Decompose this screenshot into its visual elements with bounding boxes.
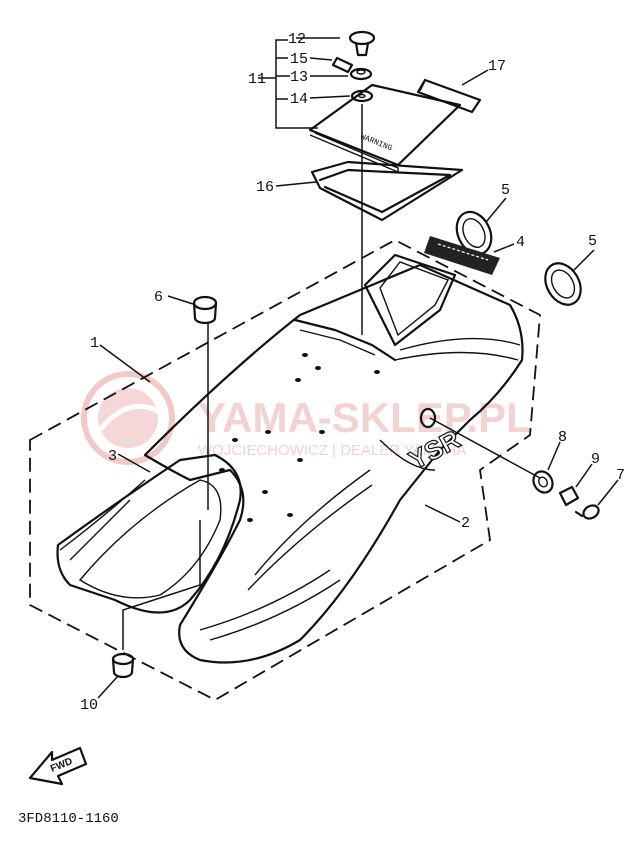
watermark-logo-icon xyxy=(81,371,175,465)
leader-2 xyxy=(424,504,461,523)
callout-13: 13 xyxy=(290,69,308,86)
part-12-screw xyxy=(348,30,376,57)
leader-1 xyxy=(99,344,151,383)
assembly-outline xyxy=(29,238,541,702)
part-8-grommet xyxy=(532,470,554,494)
leader-16 xyxy=(275,181,317,187)
leader-5b xyxy=(573,249,595,271)
leader-14 xyxy=(309,95,351,99)
callout-12: 12 xyxy=(288,31,306,48)
leader-4 xyxy=(493,243,515,253)
leader-9 xyxy=(575,463,593,488)
leader-6 xyxy=(167,295,194,305)
watermark-subline: WOJCIECHOWICZ | DEALER YAMAHA xyxy=(198,442,466,459)
assembly-line-10 xyxy=(122,520,201,650)
part-3-side-panel xyxy=(56,453,242,614)
callout-15: 15 xyxy=(290,51,308,68)
callout-16: 16 xyxy=(256,179,274,196)
watermark: YAMA-SKLEP.PL WOJCIECHOWICZ | DEALER YAM… xyxy=(81,371,532,465)
part-10-grommet xyxy=(111,652,135,679)
cover-plate-label: WARNING xyxy=(359,132,394,153)
callout-11: 11 xyxy=(248,71,266,88)
fwd-arrow-icon: FWD xyxy=(28,746,88,786)
callout-9: 9 xyxy=(591,451,600,468)
leader-17 xyxy=(461,69,489,86)
part-7-screw xyxy=(574,504,600,520)
part-16-seal xyxy=(310,160,464,222)
callout-4: 4 xyxy=(516,234,525,251)
callout-5-left: 5 xyxy=(501,182,510,199)
leader-8 xyxy=(547,441,561,471)
diagram-code: 3FD8110-1160 xyxy=(18,811,119,827)
cowl-holes xyxy=(219,353,380,522)
leader-5a xyxy=(485,197,507,223)
callout-3: 3 xyxy=(108,448,117,465)
callout-6: 6 xyxy=(154,289,163,306)
part-13-nut xyxy=(349,67,373,81)
callout-2: 2 xyxy=(461,515,470,532)
leader-3 xyxy=(117,453,151,473)
part-11-bracket xyxy=(258,39,318,129)
callout-5-right: 5 xyxy=(588,233,597,250)
part-4-decal xyxy=(424,236,500,275)
part-5-ring-right xyxy=(544,262,582,306)
leader-10 xyxy=(97,675,119,699)
callout-17: 17 xyxy=(488,58,506,75)
part-15-nut xyxy=(331,56,354,74)
callout-14: 14 xyxy=(290,91,308,108)
callout-7: 7 xyxy=(616,467,625,484)
watermark-brand: YAMA-SKLEP.PL xyxy=(198,394,532,441)
part-17-strip xyxy=(416,78,482,114)
assembly-line-8 xyxy=(429,417,541,479)
leader-15 xyxy=(309,57,333,61)
leader-7 xyxy=(597,479,619,506)
callout-8: 8 xyxy=(558,429,567,446)
callout-10: 10 xyxy=(80,697,98,714)
callout-1: 1 xyxy=(90,335,99,352)
part-6-grommet xyxy=(192,295,218,325)
part-9-collar xyxy=(558,485,580,507)
